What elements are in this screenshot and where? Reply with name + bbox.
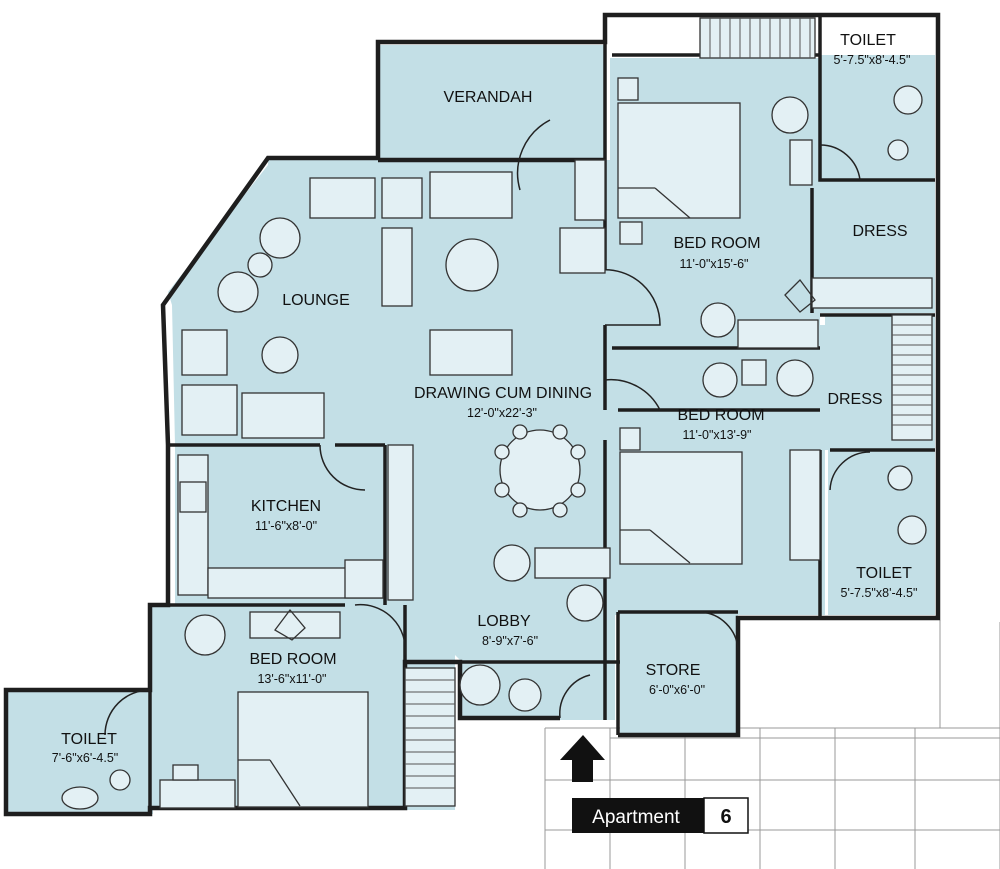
bed-room-mid-label: BED ROOM bbox=[677, 407, 764, 424]
apartment-tag-label: Apartment bbox=[592, 807, 680, 828]
dress-mid-label: DRESS bbox=[827, 391, 882, 408]
toilet-mid-size: 5'-7.5"x8'-4.5" bbox=[841, 586, 918, 600]
lobby-label: LOBBY bbox=[477, 613, 531, 630]
entry-arrow-icon bbox=[560, 735, 605, 782]
doors bbox=[104, 119, 871, 736]
room-labels: VERANDAH TOILET 5'-7.5"x8'-4.5" BED ROOM… bbox=[52, 32, 918, 765]
dress-top-label: DRESS bbox=[852, 223, 907, 240]
toilet-top-label: TOILET bbox=[840, 32, 896, 49]
apartment-tag-number: 6 bbox=[720, 806, 731, 828]
toilet-mid-label: TOILET bbox=[856, 565, 912, 582]
bed-room-bottom-size: 13'-6"x11'-0" bbox=[257, 672, 326, 686]
bed-room-mid-size: 11'-0"x13'-9" bbox=[682, 428, 751, 442]
kitchen-size: 11'-6"x8'-0" bbox=[255, 519, 317, 533]
toilet-top-size: 5'-7.5"x8'-4.5" bbox=[834, 53, 911, 67]
verandah-label: VERANDAH bbox=[444, 89, 533, 106]
stairs bbox=[404, 17, 933, 807]
drawing-dining-label: DRAWING CUM DINING bbox=[414, 385, 592, 402]
store-label: STORE bbox=[646, 662, 701, 679]
bed-room-top-size: 11'-0"x15'-6" bbox=[679, 257, 748, 271]
apartment-tag: Apartment 6 bbox=[572, 797, 749, 834]
furniture bbox=[61, 77, 933, 810]
store-size: 6'-0"x6'-0" bbox=[649, 683, 705, 697]
bed-room-bottom-label: BED ROOM bbox=[249, 651, 336, 668]
kitchen-label: KITCHEN bbox=[251, 498, 321, 515]
lobby-size: 8'-9"x7'-6" bbox=[482, 634, 538, 648]
drawing-dining-size: 12'-0"x22'-3" bbox=[467, 406, 537, 420]
toilet-bottom-size: 7'-6"x6'-4.5" bbox=[52, 751, 118, 765]
lounge-label: LOUNGE bbox=[282, 292, 350, 309]
toilet-bottom-label: TOILET bbox=[61, 731, 117, 748]
bed-room-top-label: BED ROOM bbox=[673, 235, 760, 252]
